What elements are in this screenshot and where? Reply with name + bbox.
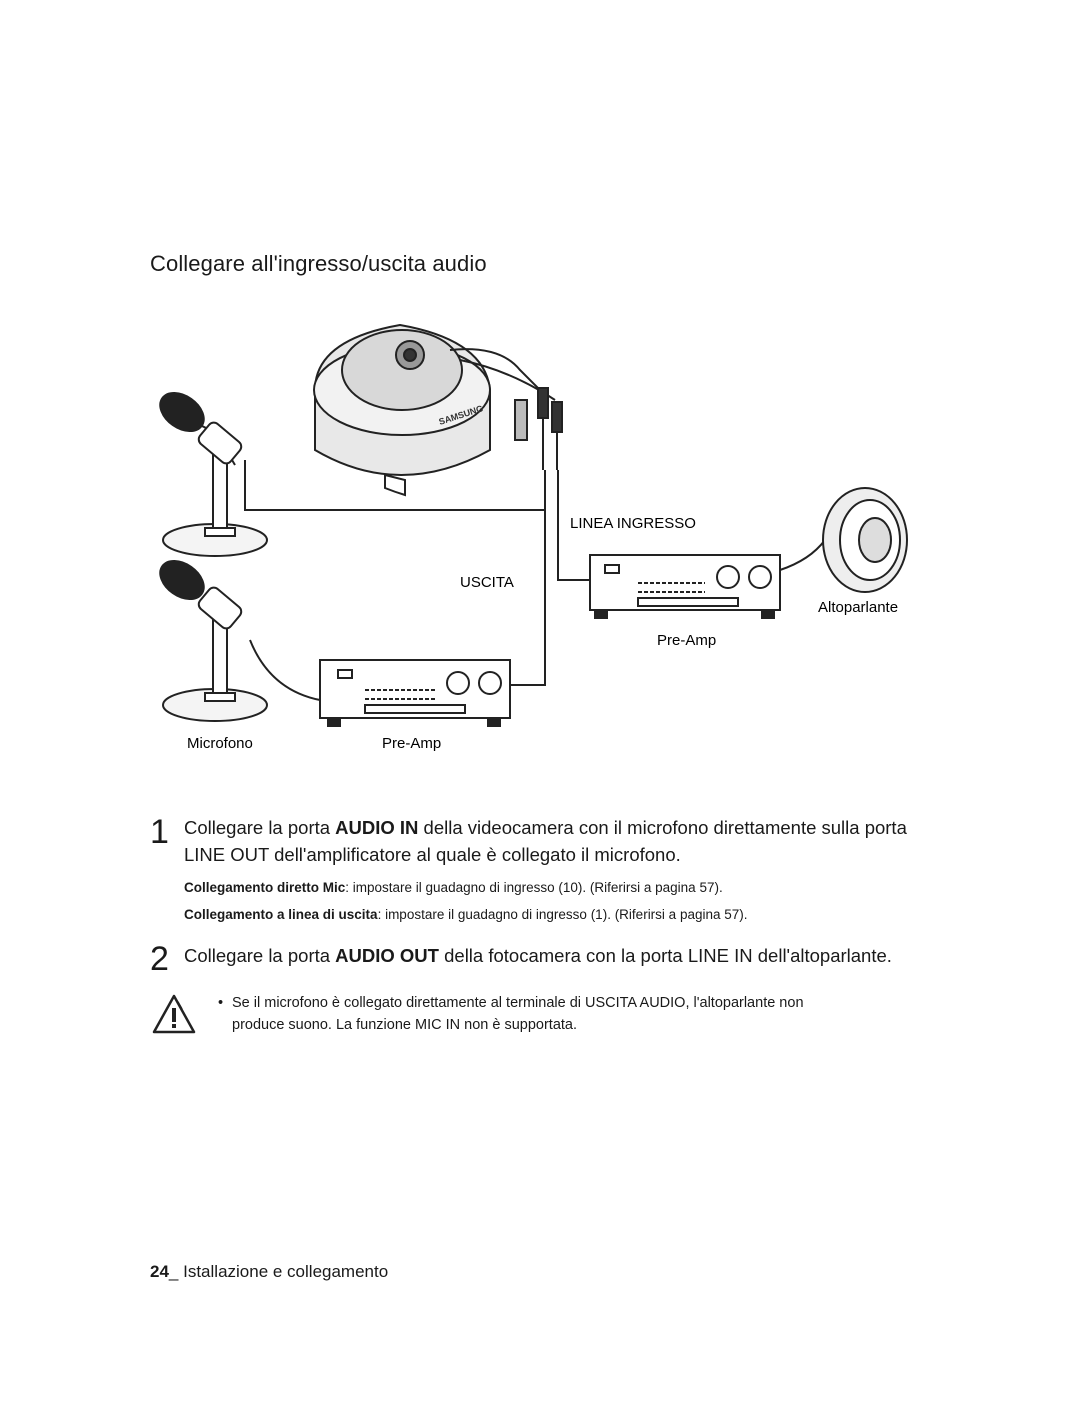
- page-number: 24: [150, 1262, 169, 1281]
- preamp-top: [589, 554, 781, 619]
- footer-section-name: Istallazione e collegamento: [183, 1262, 389, 1281]
- preamp-to-camera-wire: [510, 470, 546, 686]
- note-line-1: Se il microfono è collegato direttamente…: [232, 995, 804, 1011]
- dome-camera: [313, 323, 563, 497]
- step-1-text-part-1: Collegare la porta: [184, 817, 336, 838]
- note-bullet: •: [218, 995, 224, 1011]
- note-line-2: produce suono. La funzione MIC IN non è …: [232, 1017, 577, 1033]
- preamp-bottom: [319, 659, 511, 727]
- step-1-audio-in: AUDIO IN: [335, 817, 419, 838]
- step-2-text-part-1: Collegare la porta: [184, 945, 336, 966]
- warning-note: • Se il microfono è collegato direttamen…: [218, 992, 882, 1036]
- audio-connection-diagram: SAMSUNG: [159, 323, 908, 752]
- mic2-wire: [249, 639, 321, 701]
- step-number-1: 1: [150, 813, 169, 851]
- label-microphone: Microfono: [187, 735, 253, 752]
- subnote-2-text: : impostare il guadagno di ingresso (1).…: [377, 907, 748, 922]
- microphone-1: [159, 391, 268, 557]
- step-2-text-part-2: della fotocamera con la porta LINE IN de…: [438, 945, 892, 966]
- speaker-wire: [779, 539, 826, 571]
- label-line-in: LINEA INGRESSO: [570, 515, 696, 532]
- subnote-1-label: Collegamento diretto Mic: [184, 880, 346, 895]
- step-1-text-part-3: LINE OUT dell'amplificatore al quale è c…: [184, 844, 681, 865]
- step-2-text: Collegare la porta AUDIO OUT della fotoc…: [184, 942, 944, 969]
- step-1-text-part-2: della videocamera con il microfono diret…: [418, 817, 907, 838]
- footer-separator: _: [168, 1262, 184, 1281]
- subnote-1-text: : impostare il guadagno di ingresso (10)…: [345, 880, 723, 895]
- step-1-subnote-1: Collegamento diretto Mic: impostare il g…: [184, 875, 924, 901]
- speaker: [822, 487, 908, 593]
- step-2-audio-out: AUDIO OUT: [335, 945, 439, 966]
- lineout-wire: [557, 470, 590, 581]
- label-preamp-top: Pre-Amp: [657, 632, 716, 649]
- step-1-subnote-2: Collegamento a linea di uscita: impostar…: [184, 902, 944, 928]
- label-output: USCITA: [460, 574, 514, 591]
- page-footer: 24_ Istallazione e collegamento: [150, 1262, 388, 1282]
- section-title: Collegare all'ingresso/uscita audio: [150, 250, 487, 276]
- label-preamp-bottom: Pre-Amp: [382, 735, 441, 752]
- step-number-2: 2: [150, 940, 169, 978]
- warning-icon: [152, 994, 196, 1034]
- microphone-2: [159, 559, 268, 722]
- step-1-text: Collegare la porta AUDIO IN della videoc…: [184, 814, 924, 868]
- subnote-2-label: Collegamento a linea di uscita: [184, 907, 378, 922]
- label-speaker: Altoparlante: [818, 599, 898, 616]
